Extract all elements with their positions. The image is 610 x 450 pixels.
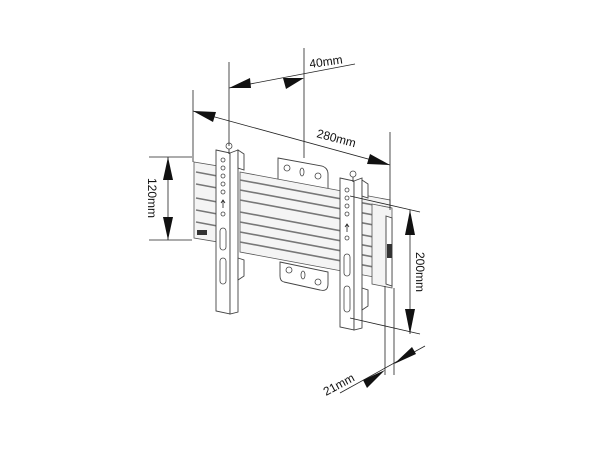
arrow-head-icon xyxy=(363,370,385,388)
dimension-40mm: 40mm xyxy=(228,48,356,158)
arrow-head-icon xyxy=(283,78,304,89)
dimension-label-120mm: 120mm xyxy=(145,178,159,218)
dimension-label-40mm: 40mm xyxy=(308,52,343,71)
rail-end-cap xyxy=(197,230,207,235)
arrow-head-icon xyxy=(405,309,415,334)
right-vertical-arm xyxy=(339,170,369,331)
dimension-120mm: 120mm xyxy=(145,156,192,241)
arrow-head-icon xyxy=(163,157,173,180)
rail-latch xyxy=(387,244,392,258)
arrow-head-icon xyxy=(405,210,415,235)
left-vertical-arm xyxy=(215,142,245,315)
dimension-label-21mm: 21mm xyxy=(321,371,357,399)
arrow-head-icon xyxy=(367,154,390,165)
dimension-label-280mm: 280mm xyxy=(315,126,357,150)
arrow-head-icon xyxy=(193,111,216,122)
arrow-head-icon xyxy=(163,217,173,240)
dimension-label-200mm: 200mm xyxy=(413,252,427,292)
arrow-head-icon xyxy=(229,78,251,88)
dimension-21mm: 21mm xyxy=(321,286,426,399)
dimension-200mm: 200mm xyxy=(349,195,427,335)
arrow-head-icon xyxy=(394,347,416,364)
